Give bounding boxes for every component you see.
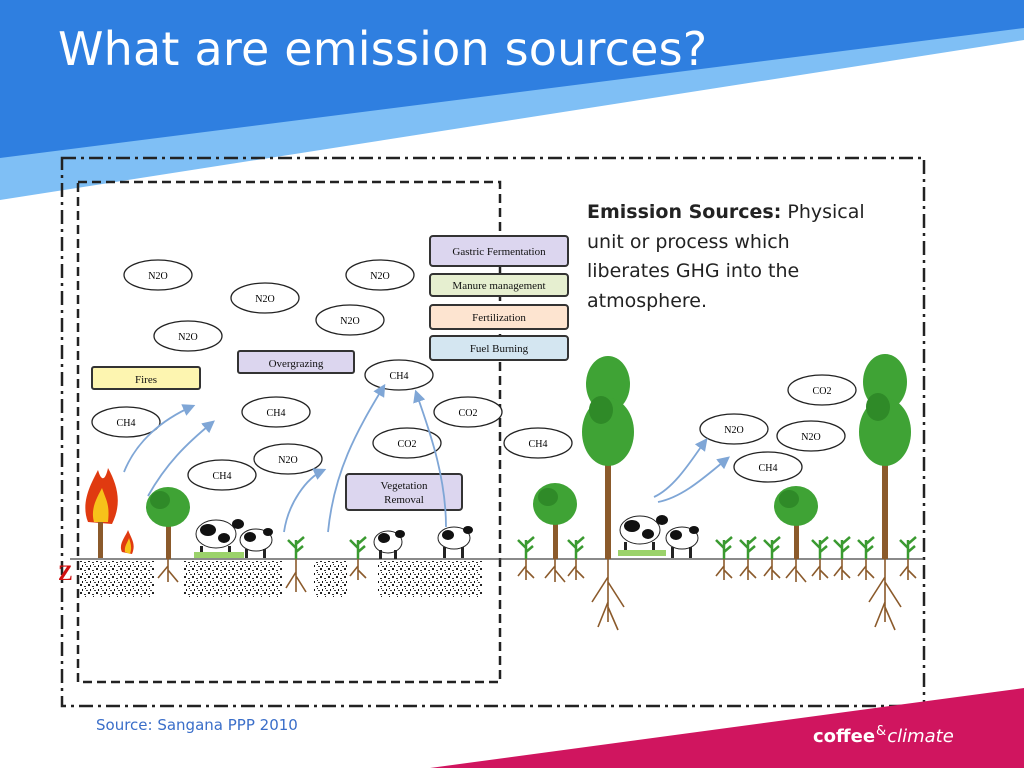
cow-icon	[618, 515, 668, 556]
gas-oval: N2O	[230, 282, 300, 314]
cow-icon	[437, 526, 473, 558]
svg-text:CH4: CH4	[390, 371, 409, 382]
gas-oval: CO2	[433, 396, 503, 428]
svg-text:CH4: CH4	[529, 439, 548, 450]
vegetation-label: Vegetation	[380, 480, 428, 492]
logo-climate: climate	[887, 726, 954, 747]
svg-text:CO2: CO2	[398, 439, 417, 450]
cow-icon	[665, 526, 699, 558]
left-marker: Z	[58, 560, 73, 585]
fires-box: Fires	[91, 366, 201, 390]
outer-boundary	[60, 156, 926, 708]
svg-text:N2O: N2O	[801, 432, 820, 443]
overgrazing-label: Overgrazing	[269, 358, 324, 370]
removal-label: Removal	[384, 494, 424, 506]
inner-boundary	[76, 180, 502, 684]
logo-ampersand: &	[876, 724, 887, 739]
svg-text:CH4: CH4	[213, 471, 232, 482]
coffee-climate-logo: coffee&climate	[813, 724, 954, 747]
fires-label: Fires	[135, 374, 157, 386]
gas-oval: CH4	[91, 406, 161, 438]
svg-text:N2O: N2O	[255, 294, 274, 305]
cow-icon	[239, 528, 273, 558]
svg-text:N2O: N2O	[370, 271, 389, 282]
gas-oval: N2O	[153, 320, 223, 352]
gas-oval: CO2	[787, 374, 857, 406]
manure-management-label: Manure management	[452, 280, 545, 292]
gas-oval: N2O	[315, 304, 385, 336]
overgrazing-box: Overgrazing	[237, 350, 355, 374]
cow-icon	[194, 519, 244, 558]
gas-oval: N2O	[699, 413, 769, 445]
manure-management-box: Manure management	[429, 273, 569, 297]
fertilization-box: Fertilization	[429, 304, 569, 330]
soil-patch	[80, 561, 154, 597]
definition-term: Emission Sources:	[587, 201, 782, 223]
soil-patch	[378, 561, 482, 597]
gas-oval: N2O	[345, 259, 415, 291]
gas-oval: CH4	[187, 459, 257, 491]
root-systems	[157, 559, 917, 631]
header-banner	[0, 0, 1024, 200]
svg-text:CH4: CH4	[117, 418, 136, 429]
tree-icon	[533, 483, 577, 559]
svg-text:N2O: N2O	[148, 271, 167, 282]
gas-oval: CH4	[733, 451, 803, 483]
footer-band	[430, 688, 1024, 768]
crop-plants	[287, 536, 917, 559]
gas-oval: CH4	[241, 396, 311, 428]
header-blue-band	[0, 0, 1024, 158]
fire-icon	[85, 468, 134, 558]
definition-text: Emission Sources: Physical unit or proce…	[587, 198, 877, 316]
svg-text:N2O: N2O	[278, 455, 297, 466]
svg-text:N2O: N2O	[724, 425, 743, 436]
svg-text:N2O: N2O	[340, 316, 359, 327]
gas-oval: CH4	[364, 359, 434, 391]
soil-patch	[184, 561, 282, 597]
emission-diagram: Z Gastric Fermentation Manure management…	[58, 156, 926, 708]
gas-oval: N2O	[776, 420, 846, 452]
tall-tree-icon	[859, 354, 911, 559]
logo-coffee: coffee	[813, 726, 876, 747]
definition-body: Physical unit or process which liberates…	[587, 201, 865, 312]
tree-icon	[146, 487, 190, 559]
soil-patch	[314, 561, 348, 597]
fuel-burning-box: Fuel Burning	[429, 335, 569, 361]
gastric-fermentation-box: Gastric Fermentation	[429, 235, 569, 267]
gas-oval: CH4	[503, 427, 573, 459]
fertilization-label: Fertilization	[472, 312, 526, 324]
svg-text:CO2: CO2	[459, 408, 478, 419]
svg-text:CH4: CH4	[267, 408, 286, 419]
tall-tree-icon	[582, 356, 634, 559]
svg-text:N2O: N2O	[178, 332, 197, 343]
gas-oval: CO2	[372, 427, 442, 459]
gastric-fermentation-label: Gastric Fermentation	[452, 246, 546, 258]
emission-arrows	[123, 383, 730, 533]
svg-text:CH4: CH4	[759, 463, 778, 474]
fuel-burning-label: Fuel Burning	[470, 343, 529, 355]
source-citation: Source: Sangana PPP 2010	[96, 716, 298, 734]
tree-icon	[774, 486, 818, 559]
gas-oval: N2O	[123, 259, 193, 291]
vegetation-removal-box: Vegetation Removal	[345, 473, 463, 511]
gas-oval: N2O	[253, 443, 323, 475]
cow-icon	[373, 530, 405, 559]
svg-text:CO2: CO2	[813, 386, 832, 397]
page-title: What are emission sources?	[58, 22, 708, 76]
